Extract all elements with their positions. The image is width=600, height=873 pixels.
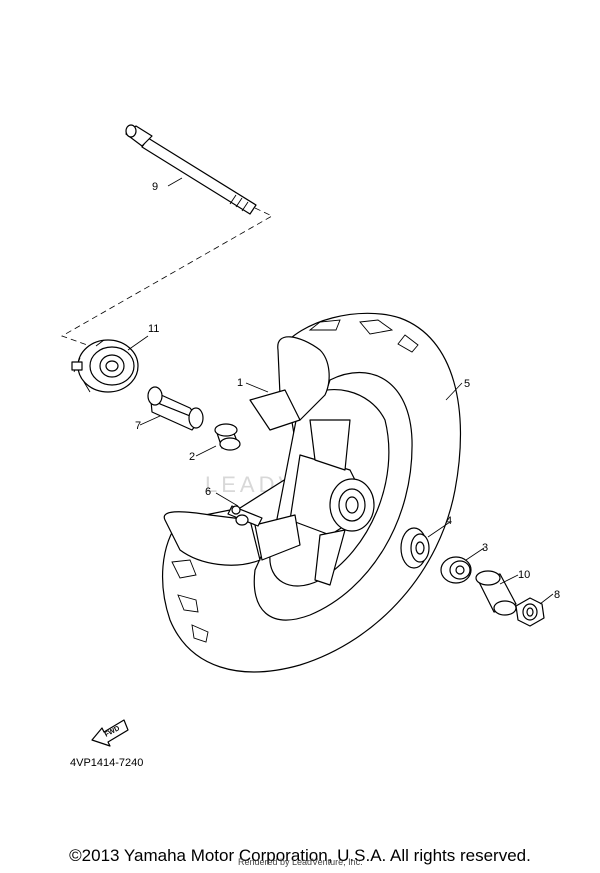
gear-unit xyxy=(71,339,139,393)
callout-10: 10 xyxy=(518,569,530,581)
bearing-3 xyxy=(440,556,472,584)
diagram-code: 4VP1414-7240 xyxy=(70,757,144,769)
assembly-guide-line xyxy=(61,207,273,347)
nut xyxy=(515,597,545,627)
callout-3: 3 xyxy=(482,542,488,554)
forward-arrow-icon: FWD xyxy=(91,719,129,747)
callout-9: 9 xyxy=(152,181,158,193)
wheel-and-tire xyxy=(162,312,462,673)
rendered-by-credit: Rendered by LeadVenture, Inc. xyxy=(238,857,363,867)
collar xyxy=(475,570,517,616)
callout-2: 2 xyxy=(189,451,195,463)
axle-bolt xyxy=(125,124,257,215)
callout-6: 6 xyxy=(205,486,211,498)
callout-11: 11 xyxy=(148,323,159,335)
callout-5: 5 xyxy=(464,378,470,390)
callout-7: 7 xyxy=(135,420,141,432)
copyright-notice: ©2013 Yamaha Motor Corporation, U.S.A. A… xyxy=(69,846,531,865)
callout-1: 1 xyxy=(237,377,243,389)
bushing xyxy=(214,423,241,451)
spacer-collar xyxy=(147,386,204,431)
callout-4: 4 xyxy=(446,515,452,527)
valve xyxy=(227,505,263,527)
callout-8: 8 xyxy=(554,589,560,601)
bearing-4 xyxy=(400,527,430,569)
